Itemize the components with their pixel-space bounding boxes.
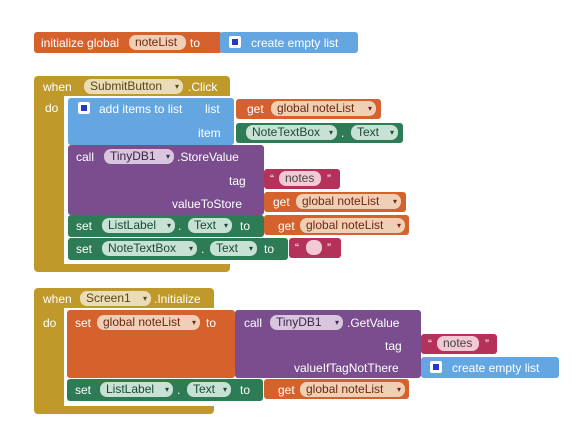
- item-component-name: NoteTextBox: [252, 125, 321, 139]
- notes-string-value: notes: [285, 171, 315, 185]
- set2-to-label: to: [264, 242, 275, 256]
- event2-component-name: Screen1: [86, 291, 131, 305]
- get-var-dropdown[interactable]: global noteList▾: [271, 101, 376, 116]
- item-property-dropdown[interactable]: Text▾: [351, 125, 398, 140]
- open-quote: “: [270, 172, 274, 186]
- add-items-to-list-block[interactable]: [68, 98, 234, 145]
- add-items-label: add items to list: [99, 102, 183, 116]
- set-label: set: [76, 242, 93, 256]
- open-quote: “: [295, 241, 299, 255]
- create-empty-list-block[interactable]: [220, 32, 358, 53]
- db-component-dropdown[interactable]: TinyDB1▾: [270, 315, 343, 330]
- init-var-name-dropdown[interactable]: noteList: [129, 35, 186, 50]
- set-label: set: [75, 383, 92, 397]
- set1-property-name: Text: [194, 218, 217, 232]
- set2-property-dropdown[interactable]: Text▾: [187, 382, 231, 397]
- event2-component-dropdown[interactable]: Screen1▾: [80, 291, 151, 306]
- get-var-dropdown[interactable]: global noteList▾: [300, 218, 405, 233]
- create-empty-list-label: create empty list: [251, 36, 339, 50]
- close-quote: ”: [485, 337, 489, 351]
- list-icon: [78, 102, 90, 114]
- set2-property-dropdown[interactable]: Text▾: [210, 241, 257, 256]
- get-var-dropdown[interactable]: global noteList▾: [296, 194, 401, 209]
- set-var-name: global noteList: [103, 315, 181, 329]
- set2-dot: .: [201, 242, 205, 256]
- call-label: call: [76, 150, 95, 164]
- set1-component-name: ListLabel: [108, 218, 157, 232]
- event1-when-label: when: [43, 80, 72, 94]
- event2-event-label: .Initialize: [154, 292, 201, 306]
- set2-component-dropdown[interactable]: ListLabel▾: [100, 382, 173, 397]
- item-property-name: Text: [357, 125, 380, 139]
- get-label: get: [247, 102, 264, 116]
- item-dot: .: [341, 126, 345, 140]
- set-label: set: [75, 316, 92, 330]
- notes-string-value: notes: [443, 336, 473, 350]
- set-var-dropdown[interactable]: global noteList▾: [97, 315, 200, 330]
- item-component-dropdown[interactable]: NoteTextBox▾: [246, 125, 337, 140]
- tag-socket-label: tag: [229, 174, 246, 188]
- set1-component-dropdown[interactable]: ListLabel▾: [102, 218, 175, 233]
- event2-do-label: do: [43, 316, 57, 330]
- empty-string[interactable]: [306, 240, 322, 255]
- event2-when-label: when: [43, 292, 72, 306]
- create-empty-list-label: create empty list: [452, 361, 540, 375]
- set2-property-name: Text: [193, 382, 216, 396]
- get-label: get: [278, 219, 295, 233]
- list-socket-label: list: [205, 102, 220, 116]
- init-label: initialize global: [41, 36, 120, 50]
- set2-to-label: to: [240, 383, 251, 397]
- store-method-label: .StoreValue: [177, 150, 239, 164]
- get-var-dropdown[interactable]: global noteList▾: [300, 382, 405, 397]
- notes-string[interactable]: notes: [279, 171, 321, 186]
- set2-component-name: NoteTextBox: [108, 241, 177, 255]
- set2-component-name: ListLabel: [106, 382, 155, 396]
- set2-property-name: Text: [216, 241, 239, 255]
- set1-property-dropdown[interactable]: Text▾: [188, 218, 232, 233]
- open-quote: “: [428, 337, 432, 351]
- create-empty-list-block[interactable]: [421, 357, 559, 378]
- notes-string[interactable]: notes: [437, 336, 479, 351]
- get-method-label: .GetValue: [347, 316, 400, 330]
- init-var-name: noteList: [135, 35, 178, 49]
- list-icon: [430, 361, 442, 373]
- set-to-label: to: [206, 316, 217, 330]
- db-component-name: TinyDB1: [110, 149, 156, 163]
- close-quote: ”: [327, 172, 331, 186]
- event1-component-dropdown[interactable]: SubmitButton▾: [84, 79, 183, 94]
- set2-dot: .: [177, 383, 181, 397]
- init-to-label: to: [190, 36, 201, 50]
- get-var-name: global noteList: [306, 382, 384, 396]
- call-label: call: [244, 316, 263, 330]
- set1-dot: .: [178, 219, 182, 233]
- get-var-name: global noteList: [302, 194, 380, 208]
- set1-to-label: to: [240, 219, 251, 233]
- value-if-tag-not-there-label: valueIfTagNotThere: [294, 361, 399, 375]
- tag-socket-label: tag: [385, 339, 402, 353]
- get-var-name: global noteList: [306, 218, 384, 232]
- item-socket-label: item: [198, 126, 221, 140]
- event1-component-name: SubmitButton: [90, 79, 163, 93]
- list-icon: [229, 36, 241, 48]
- get-label: get: [278, 383, 295, 397]
- db-component-name: TinyDB1: [276, 315, 322, 329]
- db-component-dropdown[interactable]: TinyDB1▾: [104, 149, 174, 164]
- get-var-name: global noteList: [277, 101, 355, 115]
- set-label: set: [76, 219, 93, 233]
- value-to-store-label: valueToStore: [172, 197, 243, 211]
- close-quote: ”: [327, 241, 331, 255]
- set2-component-dropdown[interactable]: NoteTextBox▾: [102, 241, 197, 256]
- event1-event-label: .Click: [188, 80, 218, 94]
- get-label: get: [273, 195, 290, 209]
- event1-do-label: do: [45, 101, 59, 115]
